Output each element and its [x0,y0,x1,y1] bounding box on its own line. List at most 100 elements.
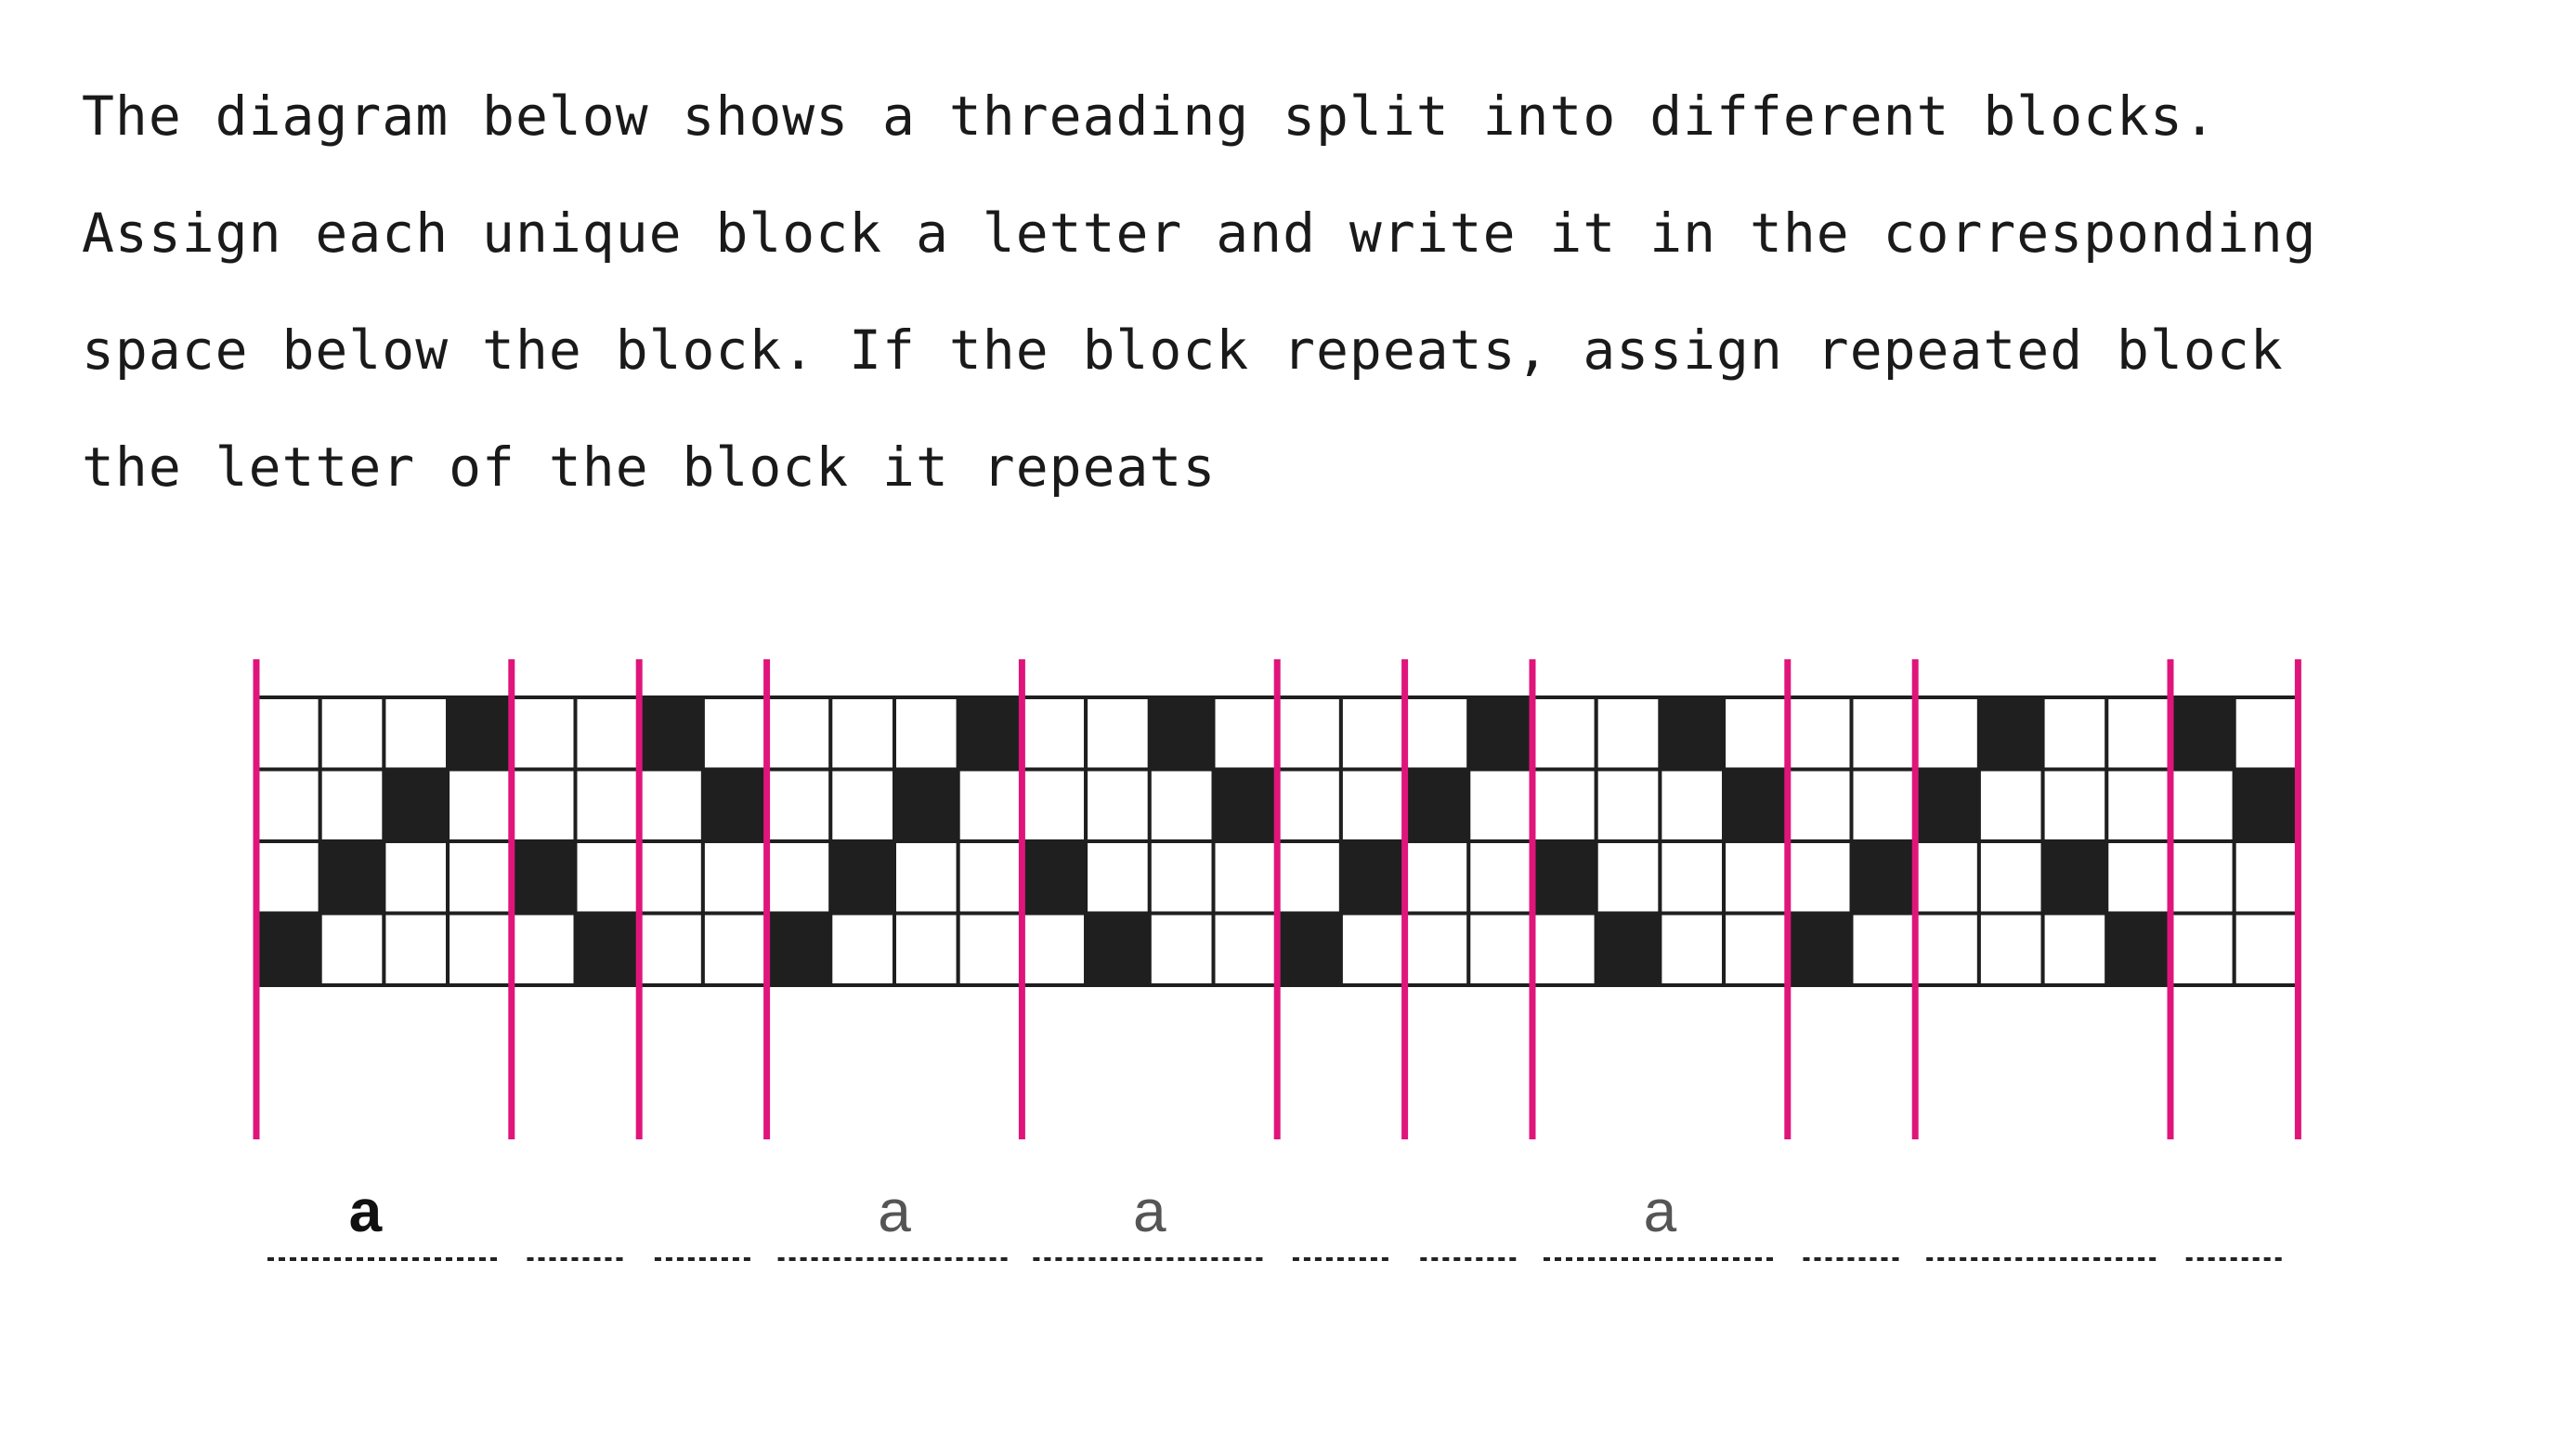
threading-cell [1531,696,1598,772]
threading-cell-filled [1658,696,1727,772]
instructions-text: The diagram below shows a threading spli… [82,58,2515,526]
threading-cell-filled [318,839,386,916]
threading-cell [1084,696,1152,772]
threading-cell [1658,767,1727,843]
threading-cell [700,839,769,916]
threading-cell [2104,767,2173,843]
instruction-line: the letter of the block it repeats [82,436,1217,499]
threading-cell [446,839,514,916]
threading-cell [893,911,960,987]
threading-cell [509,911,578,987]
threading-cell [1913,839,1981,916]
threading-cell [446,911,514,987]
threading-cell [1785,696,1854,772]
threading-cell [893,839,960,916]
threading-cell [509,767,578,843]
threading-cell [1275,767,1343,843]
threading-cell [1722,839,1790,916]
threading-cell [764,696,833,772]
threading-cell-filled [1785,911,1854,987]
block-letter: a [878,1177,911,1244]
threading-cell [1402,839,1471,916]
threading-cell [1084,839,1152,916]
threading-cell [1722,911,1790,987]
threading-cell [1020,767,1088,843]
threading-cell-filled [2169,696,2236,772]
threading-cell-filled [637,696,705,772]
threading-cell [893,696,960,772]
instruction-line: The diagram below shows a threading spli… [82,84,2217,148]
threading-cell [1913,911,1981,987]
threading-cell [1338,911,1407,987]
threading-cell [254,767,322,843]
threading-cell-filled [1402,767,1471,843]
threading-cell [1402,911,1471,987]
threading-cell [1976,767,2045,843]
threading-cell [2104,839,2173,916]
instruction-line: Assign each unique block a letter and wr… [82,202,2317,265]
threading-cell-filled [2040,839,2109,916]
threading-cell [318,696,386,772]
threading-cell-filled [956,696,1024,772]
threading-cell [1531,767,1598,843]
threading-cell [1147,767,1216,843]
threading-cell-filled [893,767,960,843]
threading-cell-filled [382,767,450,843]
threading-cell-filled [573,911,642,987]
threading-cell [828,696,896,772]
threading-cell [2169,911,2236,987]
threading-cell [573,839,642,916]
threading-cell-filled [1531,839,1598,916]
threading-cell-filled [764,911,833,987]
threading-cell [1020,696,1088,772]
threading-cell [2169,839,2236,916]
threading-cell [1594,696,1662,772]
threading-cell [1211,839,1280,916]
threading-cell [254,696,322,772]
threading-cell [254,839,322,916]
threading-cell-filled [509,839,578,916]
threading-cell [446,767,514,843]
threading-cell [2104,696,2173,772]
threading-cell [1785,839,1854,916]
threading-cell [2169,767,2236,843]
threading-cell [828,767,896,843]
threading-cell [382,839,450,916]
threading-cell-filled [1084,911,1152,987]
threading-cell [1338,696,1407,772]
threading-cell [1594,839,1662,916]
threading-cell [1147,839,1216,916]
threading-cell [956,911,1024,987]
threading-cell [764,839,833,916]
instruction-line: space below the block. If the block repe… [82,318,2284,382]
threading-cell [2040,911,2109,987]
threading-cell-filled [828,839,896,916]
threading-cell [1084,767,1152,843]
threading-cell [764,767,833,843]
threading-cell [956,767,1024,843]
threading-cell [318,767,386,843]
threading-cell [1211,696,1280,772]
threading-cell [1722,696,1790,772]
threading-cell [2232,696,2300,772]
threading-cell [1466,767,1535,843]
threading-cell-filled [1722,767,1790,843]
threading-cell [1658,839,1727,916]
threading-cell [1275,839,1343,916]
threading-cell [1147,911,1216,987]
threading-cell [1913,696,1981,772]
threading-cell [1466,911,1535,987]
threading-cell [637,911,705,987]
threading-cell [1785,767,1854,843]
threading-cell [637,839,705,916]
threading-cell-filled [254,911,322,987]
threading-cell [1849,911,1918,987]
threading-cell-filled [1211,767,1280,843]
threading-cell [1976,839,2045,916]
threading-cell [573,767,642,843]
threading-cell [573,696,642,772]
threading-cell-filled [1594,911,1662,987]
threading-cell [1402,696,1471,772]
threading-cell [2040,696,2109,772]
